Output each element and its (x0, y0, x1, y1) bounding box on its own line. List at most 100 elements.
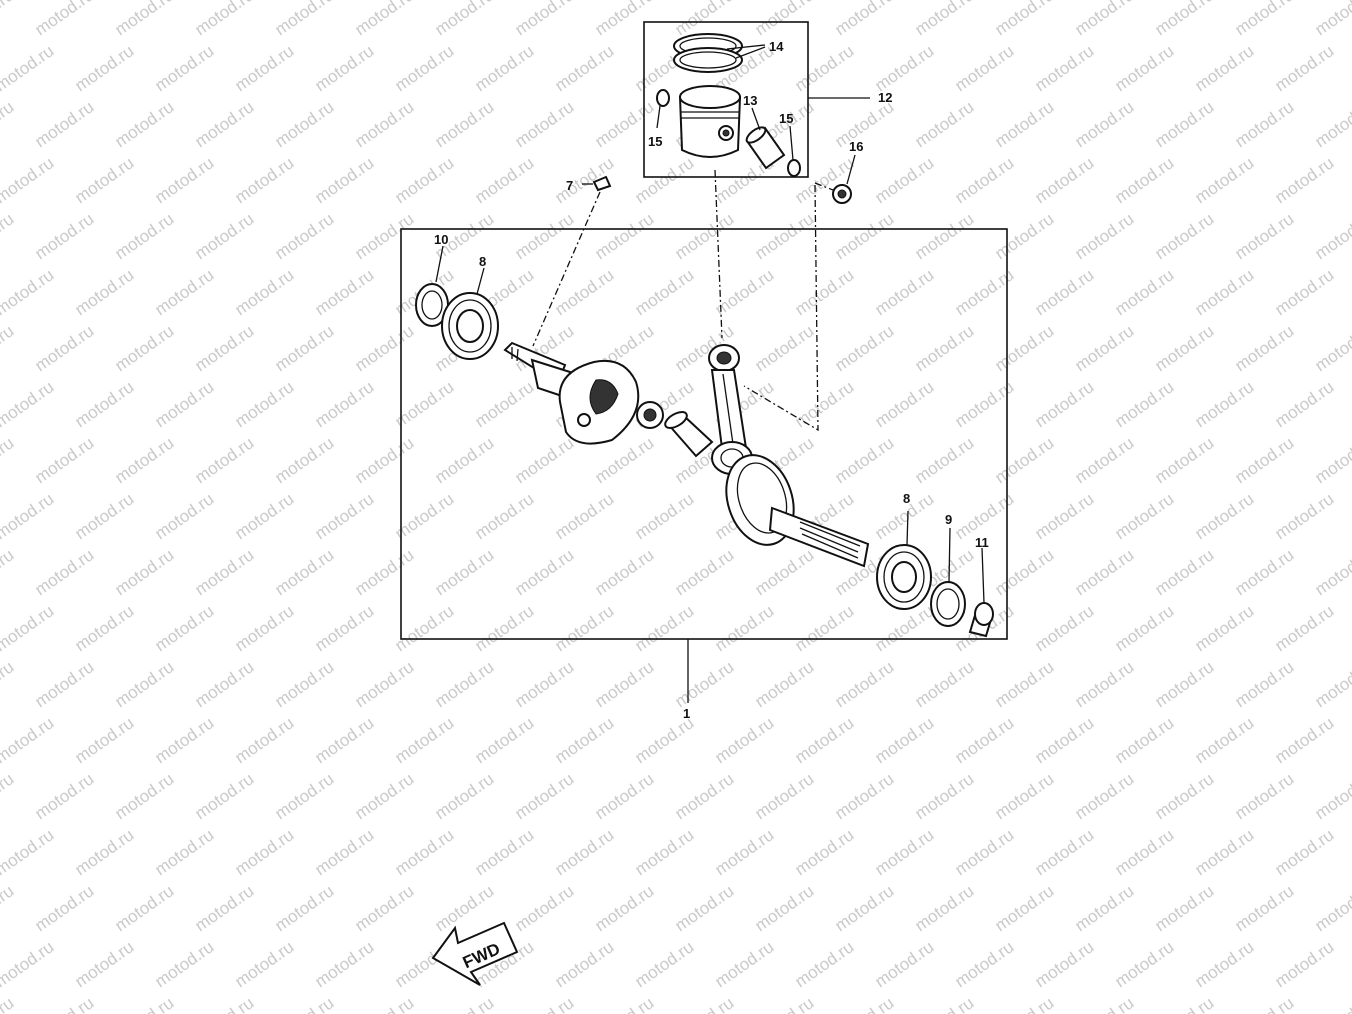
watermark-text: motod.ru (1031, 489, 1097, 543)
watermark-text: motod.ru (1031, 825, 1097, 879)
watermark-text: motod.ru (831, 433, 897, 487)
watermark-text: motod.ru (1311, 881, 1352, 935)
watermark-text: motod.ru (1231, 881, 1297, 935)
watermark-text: motod.ru (391, 41, 457, 95)
crankshaft-assembly-frame (400, 228, 1008, 640)
watermark-text: motod.ru (871, 265, 937, 319)
watermark-text: motod.ru (111, 0, 177, 39)
watermark-text: motod.ru (1111, 713, 1177, 767)
watermark-text: motod.ru (0, 265, 57, 319)
watermark-text: motod.ru (0, 937, 57, 991)
watermark-text: motod.ru (671, 657, 737, 711)
watermark-text: motod.ru (1031, 153, 1097, 207)
watermark-text: motod.ru (151, 825, 217, 879)
watermark-text: motod.ru (591, 769, 657, 823)
watermark-text: motod.ru (991, 993, 1057, 1014)
piston-pin (745, 126, 786, 170)
watermark-text: motod.ru (1271, 489, 1337, 543)
watermark-text: motod.ru (1031, 377, 1097, 431)
watermark-text: motod.ru (111, 321, 177, 375)
watermark-text: motod.ru (751, 321, 817, 375)
watermark-text: motod.ru (1151, 993, 1217, 1014)
watermark-text: motod.ru (1311, 209, 1352, 263)
watermark-text: motod.ru (511, 657, 577, 711)
watermark-text: motod.ru (351, 209, 417, 263)
watermark-text: motod.ru (1111, 41, 1177, 95)
watermark-text: motod.ru (511, 769, 577, 823)
watermark-text: motod.ru (751, 209, 817, 263)
watermark-text: motod.ru (631, 153, 697, 207)
watermark-text: motod.ru (1071, 209, 1137, 263)
watermark-text: motod.ru (671, 769, 737, 823)
watermark-text: motod.ru (31, 545, 97, 599)
watermark-text: motod.ru (351, 545, 417, 599)
watermark-text: motod.ru (1151, 769, 1217, 823)
watermark-text: motod.ru (711, 825, 777, 879)
watermark-text: motod.ru (271, 993, 337, 1014)
watermark-text: motod.ru (0, 41, 57, 95)
callout-13: 13 (743, 93, 757, 108)
watermark-text: motod.ru (551, 713, 617, 767)
watermark-text: motod.ru (231, 713, 297, 767)
watermark-text: motod.ru (711, 601, 777, 655)
watermark-text: motod.ru (871, 153, 937, 207)
watermark-text: motod.ru (111, 657, 177, 711)
watermark-text: motod.ru (751, 769, 817, 823)
watermark-text: motod.ru (1311, 321, 1352, 375)
watermark-text: motod.ru (431, 993, 497, 1014)
watermark-text: motod.ru (1071, 321, 1137, 375)
watermark-text: motod.ru (991, 769, 1057, 823)
watermark-text: motod.ru (311, 937, 377, 991)
watermark-text: motod.ru (351, 433, 417, 487)
watermark-text: motod.ru (1311, 97, 1352, 151)
watermark-text: motod.ru (111, 881, 177, 935)
watermark-text: motod.ru (791, 937, 857, 991)
watermark-text: motod.ru (911, 433, 977, 487)
watermark-text: motod.ru (791, 41, 857, 95)
watermark-text: motod.ru (711, 713, 777, 767)
watermark-text: motod.ru (1231, 433, 1297, 487)
watermark-text: motod.ru (31, 321, 97, 375)
watermark-text: motod.ru (1191, 937, 1257, 991)
watermark-text: motod.ru (0, 825, 57, 879)
watermark-text: motod.ru (1071, 97, 1137, 151)
watermark-text: motod.ru (551, 489, 617, 543)
callout-11: 11 (975, 535, 989, 550)
watermark-text: motod.ru (1031, 41, 1097, 95)
watermark-text: motod.ru (271, 769, 337, 823)
watermark-text: motod.ru (1311, 433, 1352, 487)
watermark-text: motod.ru (31, 993, 97, 1014)
watermark-text: motod.ru (351, 321, 417, 375)
watermark-text: motod.ru (191, 97, 257, 151)
watermark-text: motod.ru (1151, 0, 1217, 39)
watermark-text: motod.ru (431, 881, 497, 935)
watermark-text: motod.ru (1271, 713, 1337, 767)
watermark-text: motod.ru (911, 993, 977, 1014)
watermark-text: motod.ru (1151, 657, 1217, 711)
watermark-text: motod.ru (1231, 993, 1297, 1014)
watermark-text: motod.ru (191, 769, 257, 823)
watermark-text: motod.ru (911, 209, 977, 263)
watermark-text: motod.ru (71, 41, 137, 95)
watermark-text: motod.ru (191, 433, 257, 487)
watermark-text: motod.ru (831, 209, 897, 263)
oil-seal-left (415, 283, 449, 327)
alignment-lines (532, 169, 819, 432)
watermark-text: motod.ru (631, 937, 697, 991)
watermark-text: motod.ru (871, 825, 937, 879)
watermark-text: motod.ru (111, 545, 177, 599)
watermark-text: motod.ru (31, 0, 97, 39)
watermark-text: motod.ru (431, 657, 497, 711)
watermark-text: motod.ru (391, 825, 457, 879)
watermark-text: motod.ru (991, 433, 1057, 487)
watermark-text: motod.ru (551, 825, 617, 879)
piston (678, 85, 742, 158)
watermark-text: motod.ru (791, 601, 857, 655)
oil-seal-right (930, 581, 966, 627)
piston-rings (673, 33, 743, 73)
watermark-text: motod.ru (0, 993, 17, 1014)
watermark-text: motod.ru (1271, 153, 1337, 207)
callout-7: 7 (566, 178, 573, 193)
watermark-text: motod.ru (631, 489, 697, 543)
watermark-text: motod.ru (1031, 265, 1097, 319)
